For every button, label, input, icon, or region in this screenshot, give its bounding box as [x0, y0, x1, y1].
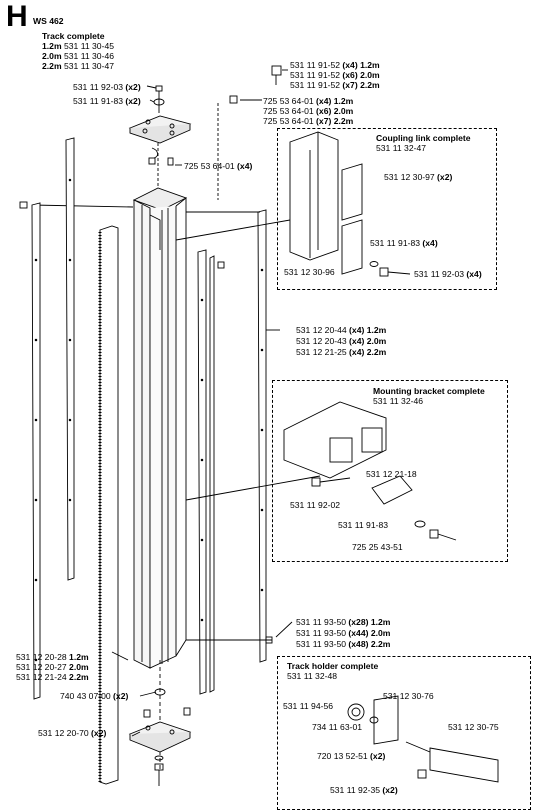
callout-strip-2-0m: 531 12 20-43 (x4) 2.0m — [296, 336, 387, 346]
mounting-bracket-drawing — [283, 401, 457, 541]
section-letter: H — [6, 0, 28, 33]
mounting-bracket-box — [272, 380, 508, 562]
model-number: WS 462 — [33, 16, 64, 26]
track-complete-row: 2.0m 531 11 30-46 — [42, 51, 114, 61]
callout-bracket-bolt: 531 11 92-02 — [290, 500, 341, 510]
coupling-link-drawing — [289, 131, 411, 277]
callout-screw-2-2m: 531 11 91-52 (x7) 2.2m — [290, 80, 380, 90]
right-strip — [197, 249, 207, 695]
mounting-bracket-title: Mounting bracket complete — [373, 386, 485, 396]
callout-oring: 740 43 07-00 (x2) — [60, 691, 129, 701]
gear-rack — [98, 225, 119, 785]
callout-rack-2-0m: 531 12 20-27 2.0m — [16, 662, 89, 672]
callout-bracket-washer: 531 11 91-83 — [338, 520, 389, 530]
callout-holder-body: 531 12 30-76 — [383, 691, 434, 701]
callout-strip-1-2m: 531 12 20-44 (x4) 1.2m — [296, 325, 387, 335]
top-screw-icon — [271, 65, 282, 76]
callout-nut-1-2m: 725 53 64-01 (x4) 1.2m — [263, 96, 354, 106]
callout-screws-2-0m: 531 11 93-50 (x44) 2.0m — [296, 628, 391, 638]
callout-screw-1-2m: 531 11 91-52 (x4) 1.2m — [290, 60, 380, 70]
track-complete-row: 1.2m 531 11 30-45 — [42, 41, 114, 51]
track-holder-number: 531 11 32-48 — [287, 671, 338, 681]
callout-coupling-bolt: 531 11 92-03 (x4) — [414, 269, 482, 279]
coupling-link-title: Coupling link complete — [376, 133, 471, 143]
callout-bolt-top: 531 11 92-03 (x2) — [73, 82, 141, 92]
callout-washer-top: 531 11 91-83 (x2) — [73, 96, 141, 106]
callout-holder-washer: 734 11 63-01 — [312, 722, 363, 732]
bottom-screw-icon — [154, 755, 164, 786]
callout-coupling-plate: 531 12 30-97 (x2) — [384, 172, 453, 182]
track-complete-title: Track complete — [42, 31, 105, 41]
callout-nut-2-2m: 725 53 64-01 (x7) 2.2m — [263, 116, 354, 126]
callout-screw-2-0m: 531 11 91-52 (x6) 2.0m — [290, 70, 380, 80]
callout-nut-2-0m: 725 53 64-01 (x6) 2.0m — [263, 106, 354, 116]
callout-rack-1-2m: 531 12 20-28 1.2m — [16, 652, 89, 662]
callout-nut-mid: 725 53 64-01 (x4) — [184, 161, 253, 171]
coupling-link-box — [277, 128, 497, 290]
callout-coupling-body: 531 12 30-96 — [284, 267, 335, 277]
track-holder-drawing — [347, 695, 499, 783]
callout-holder-block: 531 12 30-75 — [448, 722, 499, 732]
callout-bracket-plate: 531 12 21-18 — [366, 469, 417, 479]
callout-screws-2-2m: 531 11 93-50 (x48) 2.2m — [296, 639, 391, 649]
left-strip — [65, 137, 75, 581]
callout-rack-2-2m: 531 12 21-24 2.2m — [16, 672, 89, 682]
callout-strip-2-2m: 531 12 21-25 (x4) 2.2m — [296, 347, 387, 357]
top-nut-icon — [229, 95, 238, 104]
mounting-bracket-number: 531 11 32-46 — [373, 396, 424, 406]
callout-holder-screw: 531 11 92-35 (x2) — [330, 785, 398, 795]
callout-coupling-washer: 531 11 91-83 (x4) — [370, 238, 438, 248]
main-track-profile — [132, 187, 188, 669]
top-bolt-icon — [155, 85, 163, 113]
callout-screws-1-2m: 531 11 93-50 (x28) 1.2m — [296, 617, 391, 627]
callout-holder-knob: 531 11 94-56 — [283, 701, 334, 711]
coupling-link-number: 531 11 32-47 — [376, 143, 427, 153]
track-holder-title: Track holder complete — [287, 661, 379, 671]
track-complete-row: 2.2m 531 11 30-47 — [42, 61, 114, 71]
callout-bracket-screw: 725 25 43-51 — [352, 542, 403, 552]
callout-foot: 531 12 20-70 (x2) — [38, 728, 107, 738]
track-holder-box — [277, 656, 531, 810]
callout-holder-pin: 720 13 52-51 (x2) — [317, 751, 386, 761]
